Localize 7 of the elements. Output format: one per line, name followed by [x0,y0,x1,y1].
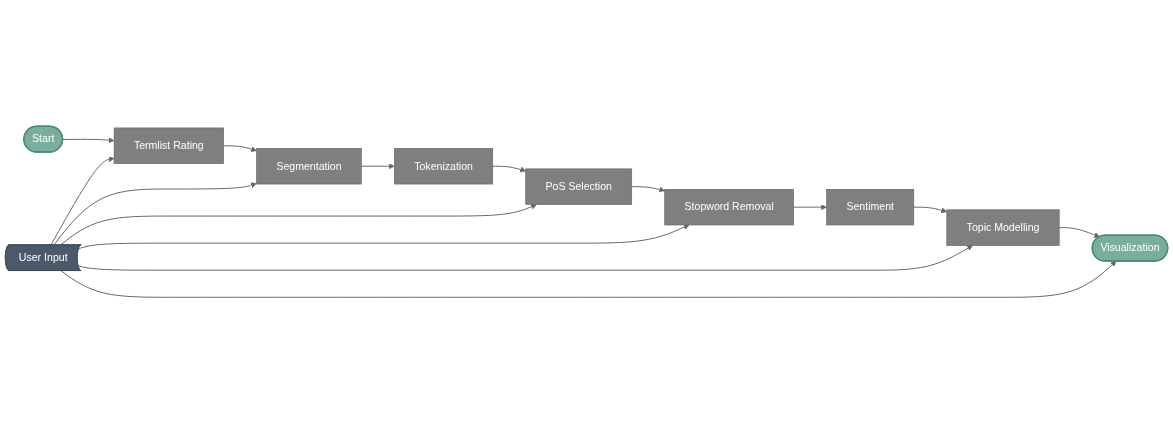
node-box: Termlist Rating [113,127,224,164]
node-box: Topic Modelling [946,209,1060,246]
node-box: PoS Selection [525,168,633,205]
node-box: Stopword Removal [664,188,794,226]
node-box: Tokenization [394,147,494,185]
node-box: Sentiment [826,188,915,226]
node-box: Segmentation [256,147,362,185]
